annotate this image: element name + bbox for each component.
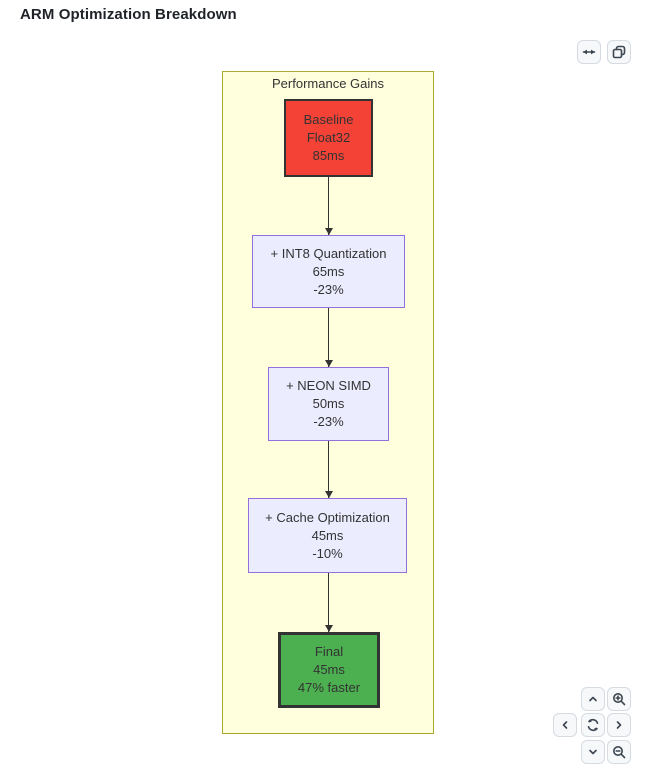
copy-icon — [612, 45, 626, 59]
node-line: -23% — [313, 281, 344, 297]
chevron-right-icon — [613, 719, 625, 731]
node-baseline: Baseline Float32 85ms — [284, 99, 373, 177]
node-neon-simd: + NEON SIMD 50ms -23% — [268, 367, 389, 441]
node-final: Final 45ms 47% faster — [278, 632, 380, 708]
node-line: 45ms — [311, 527, 344, 543]
arrows-horizontal-icon — [582, 45, 596, 59]
zoom-out-button[interactable] — [607, 740, 631, 764]
node-line: 85ms — [312, 148, 345, 163]
edge-neon-to-cache — [324, 441, 333, 498]
zoom-in-button[interactable] — [607, 687, 631, 711]
reset-view-button[interactable] — [581, 713, 605, 737]
pan-right-button[interactable] — [607, 713, 631, 737]
pan-down-button[interactable] — [581, 740, 605, 764]
chevron-down-icon — [587, 746, 599, 758]
edge-cache-to-final — [324, 573, 333, 632]
refresh-icon — [586, 718, 600, 732]
copy-button[interactable] — [607, 40, 631, 64]
node-line: Baseline — [303, 112, 354, 127]
node-line: 45ms — [313, 662, 345, 677]
zoom-out-icon — [612, 745, 626, 759]
node-line: -23% — [313, 414, 344, 429]
node-int8-quantization: + INT8 Quantization 65ms -23% — [252, 235, 405, 308]
node-line: Final — [314, 644, 344, 659]
chevron-up-icon — [587, 693, 599, 705]
node-line: Float32 — [306, 130, 351, 145]
chevron-left-icon — [559, 719, 571, 731]
node-line: + NEON SIMD — [286, 378, 371, 393]
node-line: 47% faster — [297, 680, 361, 695]
page-title: ARM Optimization Breakdown — [20, 6, 237, 23]
pan-up-button[interactable] — [581, 687, 605, 711]
fit-width-button[interactable] — [577, 40, 601, 64]
node-cache-optimization: + Cache Optimization 45ms -10% — [248, 498, 407, 573]
subgraph-title: Performance Gains — [272, 76, 384, 91]
edge-int8-to-neon — [324, 308, 333, 367]
node-line: + INT8 Quantization — [270, 245, 387, 261]
node-line: -10% — [312, 545, 343, 561]
edge-baseline-to-int8 — [324, 177, 333, 235]
node-line: 50ms — [312, 396, 345, 411]
node-line: 65ms — [312, 263, 345, 279]
node-line: + Cache Optimization — [265, 509, 390, 525]
zoom-in-icon — [612, 692, 626, 706]
pan-left-button[interactable] — [553, 713, 577, 737]
